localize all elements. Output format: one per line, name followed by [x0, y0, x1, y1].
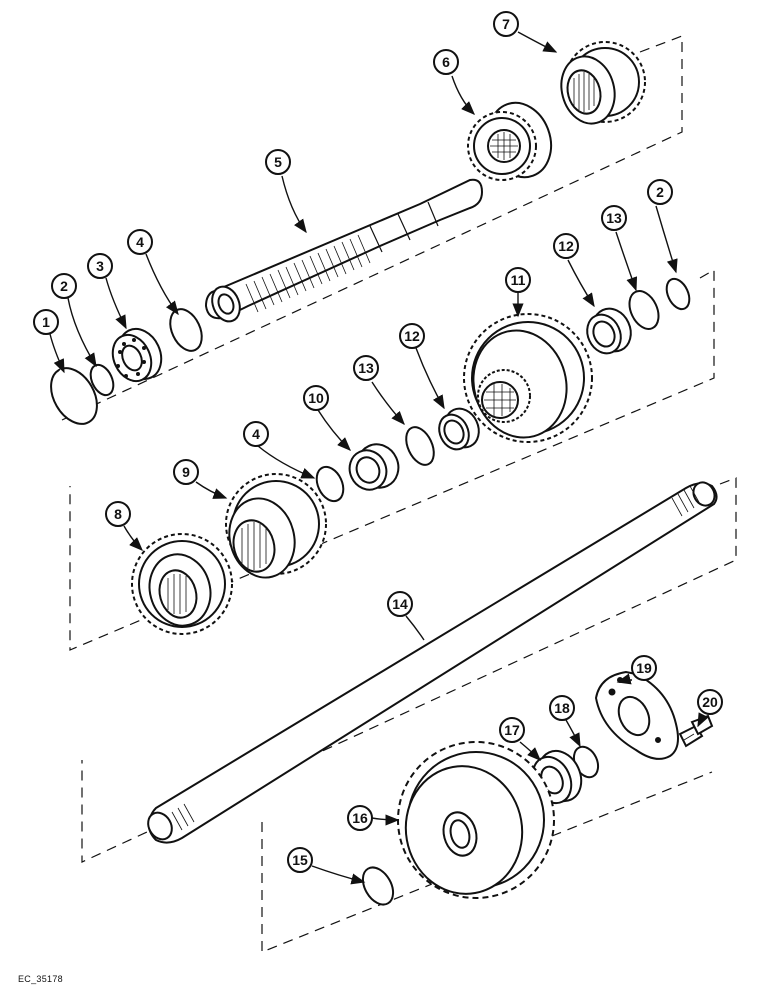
- svg-text:12: 12: [558, 238, 574, 254]
- svg-text:1: 1: [42, 314, 50, 330]
- thrust-washer-13b: [405, 426, 435, 466]
- svg-text:10: 10: [308, 390, 324, 406]
- callout-11: 11: [505, 267, 531, 293]
- bushing-10: [348, 443, 400, 491]
- splined-shaft-5: [204, 178, 484, 323]
- callout-4: 4: [127, 229, 153, 255]
- gear-6: [467, 101, 553, 181]
- bearing-3: [111, 327, 163, 383]
- callout-16: 16: [347, 805, 373, 831]
- snap-ring-2b: [665, 277, 691, 311]
- bushing-12b: [438, 407, 480, 451]
- svg-text:6: 6: [442, 54, 450, 70]
- svg-text:11: 11: [511, 272, 526, 288]
- svg-text:17: 17: [504, 722, 520, 738]
- gear-7: [560, 41, 646, 125]
- callout-7: 7: [493, 11, 519, 37]
- callout-6: 6: [433, 49, 459, 75]
- callout-3: 3: [87, 253, 113, 279]
- callout-8: 8: [105, 501, 131, 527]
- snap-ring-15: [361, 866, 395, 906]
- callout-13: 13: [601, 205, 627, 231]
- leader-lines: [49, 31, 709, 885]
- svg-text:14: 14: [392, 596, 408, 612]
- svg-text:4: 4: [252, 426, 260, 442]
- callout-13b: 13: [353, 355, 379, 381]
- callout-19: 19: [631, 655, 657, 681]
- svg-text:19: 19: [636, 660, 652, 676]
- callout-20: 20: [697, 689, 723, 715]
- cover-plate-19: [594, 670, 679, 760]
- callout-15: 15: [287, 847, 313, 873]
- svg-text:18: 18: [554, 700, 570, 716]
- gear-11: [463, 313, 593, 443]
- bushing-12: [586, 307, 632, 355]
- callout-12: 12: [553, 233, 579, 259]
- svg-text:13: 13: [606, 210, 622, 226]
- gear-16: [397, 741, 555, 899]
- svg-text:9: 9: [182, 464, 190, 480]
- svg-text:3: 3: [96, 258, 104, 274]
- callout-1: 1: [33, 309, 59, 335]
- thrust-washer-13: [628, 290, 660, 330]
- svg-text:13: 13: [358, 360, 374, 376]
- snap-ring-4b: [315, 465, 345, 503]
- callout-17: 17: [499, 717, 525, 743]
- callout-4b: 4: [243, 421, 269, 447]
- bolt-20: [678, 714, 714, 748]
- long-shaft-14: [147, 481, 718, 844]
- callout-5: 5: [265, 149, 291, 175]
- callout-12b: 12: [399, 323, 425, 349]
- svg-text:8: 8: [114, 506, 122, 522]
- callout-2b: 2: [647, 179, 673, 205]
- figure-code: EC_35178: [18, 974, 63, 984]
- svg-text:20: 20: [702, 694, 718, 710]
- callout-2: 2: [51, 273, 77, 299]
- svg-text:2: 2: [656, 184, 664, 200]
- callout-9: 9: [173, 459, 199, 485]
- gear-8: [131, 533, 233, 635]
- callout-18: 18: [549, 695, 575, 721]
- svg-text:15: 15: [292, 852, 308, 868]
- svg-text:12: 12: [404, 328, 420, 344]
- callout-10: 10: [303, 385, 329, 411]
- snap-ring-4: [169, 308, 203, 352]
- group-outline-lower: [81, 477, 737, 863]
- svg-text:16: 16: [352, 810, 368, 826]
- group-outline-upper: [61, 35, 683, 421]
- svg-text:5: 5: [274, 154, 282, 170]
- callout-14: 14: [387, 591, 413, 617]
- svg-text:2: 2: [60, 278, 68, 294]
- gear-9: [225, 473, 327, 579]
- group-outline-bottom: [261, 771, 713, 953]
- group-outline-middle: [69, 268, 715, 651]
- svg-text:7: 7: [502, 16, 510, 32]
- svg-text:4: 4: [136, 234, 144, 250]
